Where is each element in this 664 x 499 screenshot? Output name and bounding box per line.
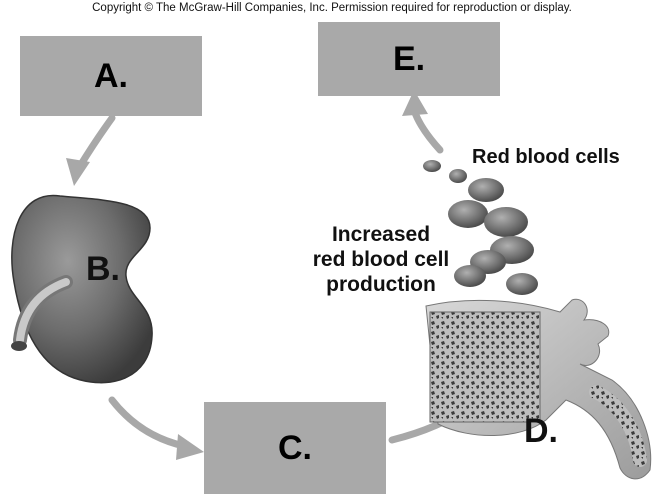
label-increased-line-2: red blood cell xyxy=(312,248,450,271)
copyright-notice: Copyright © The McGraw-Hill Companies, I… xyxy=(92,2,572,14)
arrow-a-to-b xyxy=(66,114,116,186)
arrow-d-to-e xyxy=(402,90,444,154)
red-blood-cell-icon xyxy=(423,160,538,295)
bone-marrow-icon xyxy=(425,298,652,480)
label-increased-line-3: production xyxy=(326,273,436,296)
arrow-b-to-c xyxy=(108,396,204,460)
box-e: E. xyxy=(318,22,500,96)
label-b: B. xyxy=(86,250,120,288)
label-red-blood-cells: Red blood cells xyxy=(472,146,620,168)
label-increased-line-1: Increased xyxy=(331,223,431,246)
label-increased-production: Increased red blood cell production xyxy=(296,222,466,297)
box-e-label: E. xyxy=(392,39,426,78)
box-a-label: A. xyxy=(94,56,128,95)
kidney-icon xyxy=(11,194,153,384)
label-d: D. xyxy=(524,412,558,450)
box-c-label: C. xyxy=(278,428,312,467)
box-a: A. xyxy=(20,36,202,116)
box-c: C. xyxy=(204,402,386,494)
